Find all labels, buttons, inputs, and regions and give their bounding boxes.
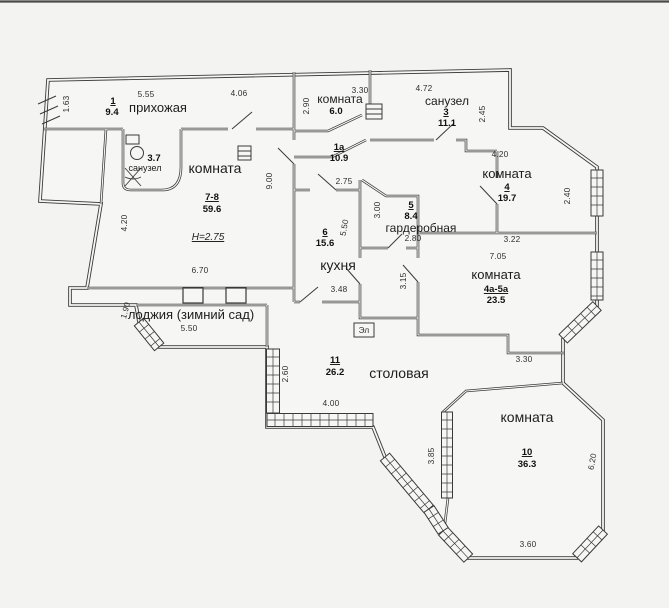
door-leaf	[479, 185, 498, 205]
room-number-hallway: 1	[110, 96, 116, 107]
dimension-label: 3.60	[520, 540, 537, 549]
door-leaf	[387, 233, 403, 249]
dimension-label: 6.70	[192, 266, 209, 275]
dimension-label: 3.00	[373, 201, 382, 218]
room-label-dining-11: столовая	[369, 365, 429, 381]
window-band	[441, 411, 453, 499]
window-band	[590, 251, 604, 301]
room-area-room-6: 6.0	[329, 106, 342, 117]
dimension-label: 4.00	[323, 399, 340, 408]
room-area-hall-1a: 10.9	[330, 153, 349, 164]
window-band	[423, 505, 449, 535]
room-area-bathroom-3: 11.1	[438, 118, 457, 129]
dimension-label: 2.45	[478, 105, 487, 122]
dimension-label: 2.80	[405, 234, 422, 243]
room-label-bathroom-3: санузел	[425, 94, 469, 108]
room-area-room-10: 36.3	[518, 459, 537, 470]
room-number-room-10: 10	[522, 447, 533, 458]
room-area-hallway: 9.4	[105, 107, 119, 118]
door-leaf	[345, 267, 361, 285]
window-band	[266, 413, 374, 427]
door-leaf	[435, 123, 454, 141]
room-label-wardrobe-5: гардеробная	[386, 221, 457, 235]
toilet-icon	[125, 134, 140, 145]
door-leaf	[299, 286, 319, 303]
dimension-label: 4.06	[231, 89, 248, 98]
dimension-label: 3.15	[399, 272, 408, 289]
dimension-label: 1.63	[62, 95, 71, 112]
room-number-room-4a-5a: 4а-5а	[484, 284, 509, 295]
room-label-room-7-8: комната	[189, 160, 242, 176]
room-number-room-7-8: 7-8	[205, 192, 219, 203]
room-area-dining-11: 26.2	[326, 367, 345, 378]
dimension-label: 4.72	[416, 84, 433, 93]
room-label-room-10: комната	[501, 409, 554, 425]
room-number-room-4: 4	[504, 182, 510, 193]
window-band	[133, 317, 165, 352]
vent-shaft-icon	[237, 145, 252, 161]
window-bands	[133, 169, 609, 563]
dimension-label: 3.48	[331, 285, 348, 294]
dimension-label: 3.85	[427, 447, 436, 464]
room-label-room-4: комната	[482, 166, 532, 181]
room-number-hall-1a: 1а	[334, 142, 345, 153]
column	[182, 287, 204, 304]
window-band	[558, 300, 602, 344]
dimension-label: 3.30	[352, 86, 369, 95]
door-leaves	[37, 95, 498, 303]
room-number-dining-11: 11	[330, 355, 341, 366]
ceiling-height-note: Н=2.75	[192, 232, 225, 243]
dimension-label: 5.50	[339, 218, 351, 236]
room-label-hallway: прихожая	[129, 100, 187, 115]
vent-shaft-icon	[365, 103, 383, 120]
entry-door-hatch	[37, 95, 61, 125]
room-label-kitchen-6: кухня	[320, 257, 356, 273]
dimension-label: 5.50	[181, 324, 198, 333]
dimension-label: 1.90	[119, 301, 132, 320]
room-label-wc-small: санузел	[129, 163, 162, 173]
electric-panel-box	[353, 322, 375, 338]
room-label-room-4a-5a: комната	[471, 267, 521, 282]
door-leaf	[317, 173, 337, 191]
dimension-label: 2.90	[302, 97, 311, 114]
window-band	[266, 348, 280, 414]
room-area-kitchen-6: 15.6	[316, 238, 335, 249]
dimension-label: 2.40	[563, 187, 572, 204]
room-number-wardrobe-5: 5	[408, 200, 414, 211]
room-label-room-6: комната	[317, 92, 363, 106]
dimension-label: 2.75	[336, 177, 353, 186]
room-area-room-7-8: 59.6	[203, 204, 222, 215]
fixtures	[124, 103, 383, 338]
room-area-wc-small: 3.7	[147, 153, 160, 164]
dimension-label: 4.20	[120, 214, 129, 231]
room-number-kitchen-6: 6	[322, 227, 327, 238]
column	[225, 287, 247, 304]
room-area-wardrobe-5: 8.4	[404, 211, 418, 222]
dimension-label: 2.60	[281, 365, 290, 382]
room-area-room-4a-5a: 23.5	[487, 295, 506, 306]
plan-labels: прихожая19.4санузел3.7комната7-859.6Н=2.…	[62, 84, 598, 549]
door-leaf	[231, 111, 253, 130]
dimension-label: 6.20	[587, 452, 599, 470]
dimension-label: 7.05	[490, 252, 507, 261]
dimension-label: 3.22	[504, 235, 521, 244]
window-band	[590, 169, 604, 217]
room-label-loggia: лоджия (зимний сад)	[128, 307, 254, 322]
dimension-label: 9.00	[265, 172, 274, 189]
dimension-label: 4.20	[492, 150, 509, 159]
shower-icon	[124, 167, 142, 187]
room-number-bathroom-3: 3	[443, 107, 448, 118]
window-band	[571, 525, 609, 563]
dimension-label: 3.30	[516, 355, 533, 364]
electric-panel-label: Эл	[359, 326, 370, 335]
door-leaf	[402, 264, 419, 283]
dimension-label: 5.55	[138, 90, 155, 99]
room-area-room-4: 19.7	[498, 193, 517, 204]
door-leaf	[277, 147, 295, 165]
sink-icon	[130, 146, 144, 160]
